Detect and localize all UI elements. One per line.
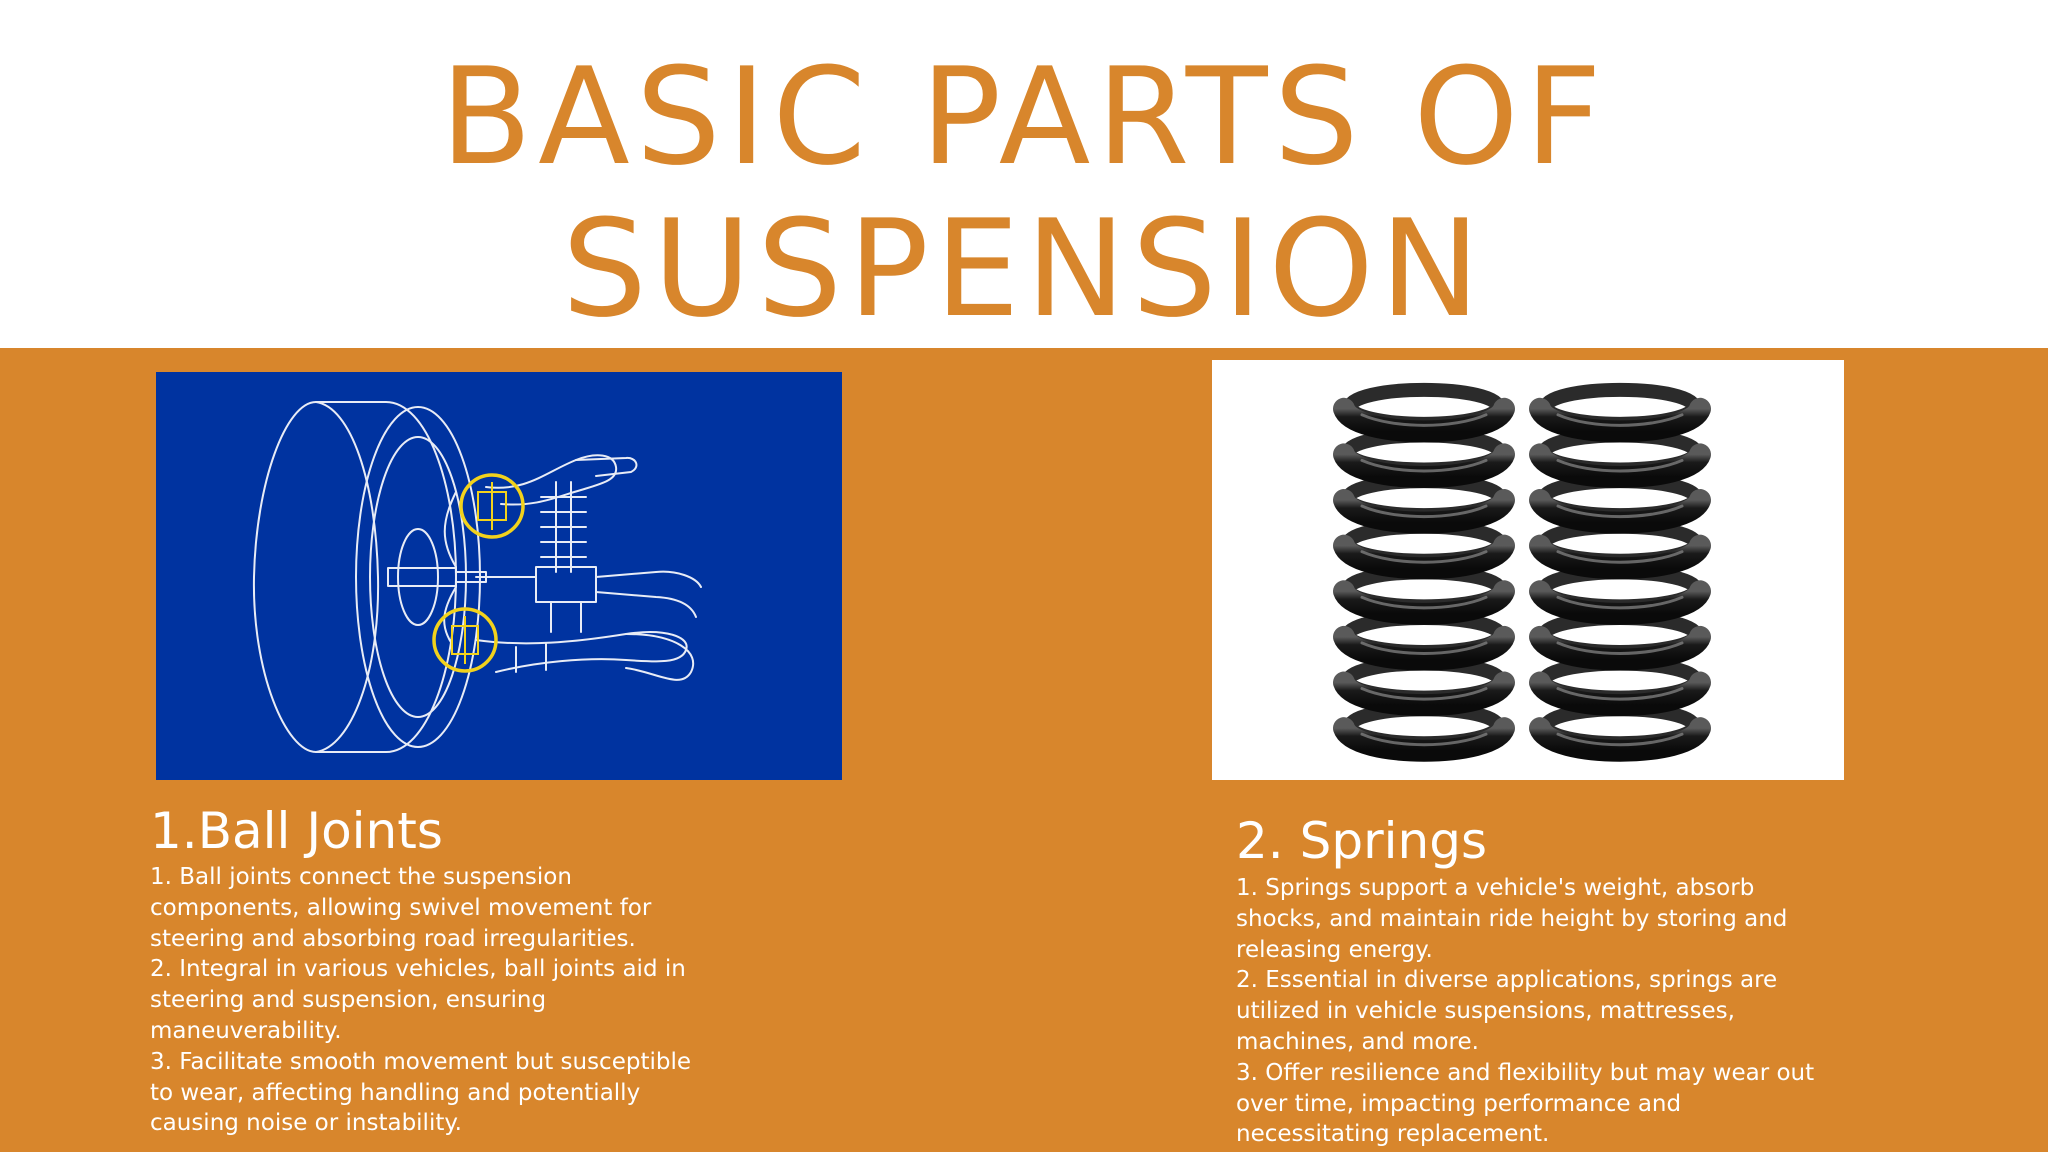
springs-line: releasing energy. [1236, 936, 1433, 963]
ball-joint-highlight [432, 473, 525, 673]
springs-line: 3. Offer resilience and flexibility but … [1236, 1059, 1815, 1086]
ball-joints-description: 1. Ball joints connect the suspension co… [150, 862, 691, 1139]
springs-heading: 2. Springs [1236, 812, 1488, 870]
springs-line: utilized in vehicle suspensions, mattres… [1236, 998, 1735, 1025]
springs-description: 1. Springs support a vehicle's weight, a… [1236, 873, 1814, 1150]
ball-joints-line: 3. Facilitate smooth movement but suscep… [150, 1048, 692, 1075]
ball-joints-line: components, allowing swivel movement for [150, 894, 652, 921]
spring-left-icon [1333, 382, 1515, 762]
coil-springs-icon [1333, 382, 1711, 762]
springs-line: 1. Springs support a vehicle's weight, a… [1236, 875, 1755, 901]
ball-joints-line: to wear, affecting handling and potentia… [150, 1079, 641, 1106]
ball-joints-line: 2. Integral in various vehicles, ball jo… [150, 956, 686, 983]
springs-line: over time, impacting performance and [1236, 1090, 1682, 1117]
ball-joints-line: causing noise or instability. [150, 1110, 462, 1137]
ball-joint-diagram-image [156, 372, 842, 780]
springs-line: 2. Essential in diverse applications, sp… [1236, 967, 1778, 994]
slide-title-line-1: BASIC PARTS OF [440, 39, 1608, 195]
springs-line: necessitating replacement. [1236, 1121, 1550, 1148]
ball-joints-line: maneuverability. [150, 1017, 342, 1044]
coil-springs-image [1212, 360, 1844, 780]
ball-joints-line: 1. Ball joints connect the suspension [150, 864, 572, 890]
ball-joint-diagram-icon [252, 401, 702, 753]
ball-joints-heading: 1.Ball Joints [150, 802, 443, 860]
slide-title-line-2: SUSPENSION [561, 191, 1487, 347]
ball-joints-line: steering and suspension, ensuring [150, 987, 547, 1014]
title-area: BASIC PARTS OF SUSPENSION [0, 0, 2048, 348]
springs-line: shocks, and maintain ride height by stor… [1236, 905, 1788, 932]
springs-line: machines, and more. [1236, 1028, 1479, 1055]
spring-right-icon [1529, 382, 1711, 762]
ball-joints-line: steering and absorbing road irregulariti… [150, 925, 636, 952]
